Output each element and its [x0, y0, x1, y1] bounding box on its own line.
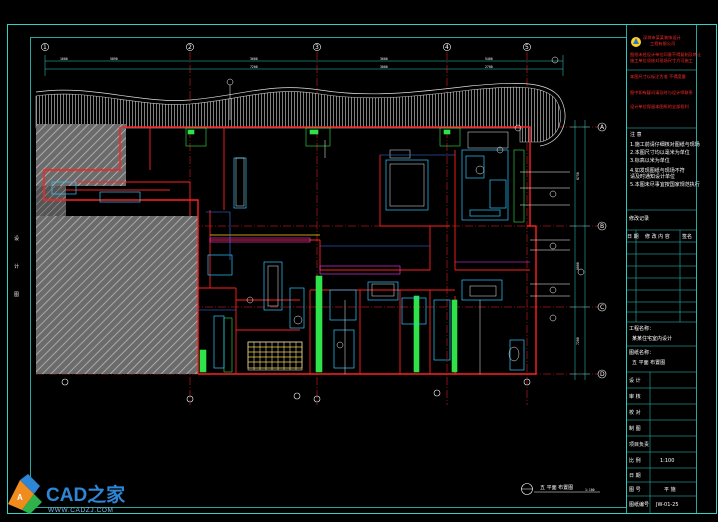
top-dimension-chain: [44, 55, 564, 76]
red-note-4: 图中如有疑问请及时与设计师联系: [630, 89, 693, 96]
dim-label: 8750: [576, 172, 580, 180]
watermark-brand: CAD之家: [46, 483, 126, 506]
red-note-5: 设计单位保留本图纸的全部权利: [630, 103, 689, 110]
margin-mark-1: 设: [14, 235, 19, 242]
notes-heading: 注 意: [630, 131, 642, 138]
dim-label: 3600: [250, 57, 258, 61]
sheet-title: 五 平面 布置图: [540, 484, 573, 491]
revision-col-sign: 签名: [682, 233, 692, 240]
grid-label-c: C: [600, 304, 604, 311]
note-line: 5.本图未尽事宜按国家规范执行: [630, 181, 700, 188]
dim-label: 2700: [485, 65, 493, 69]
info-value-sheet: 平 施: [664, 486, 676, 493]
exterior-walls: [43, 126, 537, 375]
dim-label: 6000: [576, 262, 580, 270]
note-line: 3.标高以米为单位: [630, 157, 670, 164]
curved-balcony: [35, 86, 561, 143]
grid-label-d: D: [600, 371, 605, 378]
margin-mark-2: 计: [14, 263, 19, 270]
dim-label: 1600: [60, 57, 68, 61]
hatched-area-mid: [36, 186, 66, 216]
grid-bubble-labels-top: 1 2 3 4 5: [43, 44, 529, 51]
grid-bubbles-bottom: [61, 378, 531, 403]
grid-label-3: 3: [315, 44, 319, 51]
info-label: 审 核: [629, 393, 641, 400]
dimension-labels: 1600 5890 3600 3600 5400 7200 3000 2700 …: [60, 57, 580, 345]
info-label: 图纸编号: [629, 501, 649, 508]
right-dimension-chain: [570, 120, 590, 380]
revision-heading: 修改记录: [629, 215, 649, 222]
info-label: 设 计: [629, 377, 641, 384]
watermark-logo: A CAD之家 WWW.CADZJ.COM: [8, 474, 126, 514]
drawing-name: 五 平面 布置图: [632, 359, 665, 366]
watermark-url: WWW.CADZJ.COM: [48, 507, 114, 514]
grid-bubbles-top: [41, 43, 531, 51]
dim-label: 5890: [110, 57, 118, 61]
red-note-1: 图纸未经设计单位同意不得复制及转让: [630, 51, 701, 58]
grid-label-5: 5: [525, 44, 529, 51]
red-note-2: 施工单位须核对现场尺寸方可施工: [630, 57, 693, 64]
dim-label: 3000: [380, 65, 388, 69]
revision-col-content: 修 改 内 容: [645, 233, 670, 240]
info-label: 制 图: [629, 425, 641, 432]
svg-text:A: A: [17, 493, 23, 502]
project-name: 某某住宅室内设计: [632, 335, 672, 342]
dim-label: 7200: [250, 65, 258, 69]
cad-logo-icon: A: [8, 474, 42, 514]
structural-columns: [185, 127, 525, 373]
balcony-outer-edge: [35, 82, 566, 147]
grid-label-2: 2: [188, 44, 192, 51]
furniture-white: [235, 131, 520, 374]
magenta-elements: [209, 237, 530, 275]
grid-label-b: B: [600, 223, 604, 230]
grid-label-a: A: [600, 124, 605, 131]
note-line: 请及时通知设计单位: [630, 173, 675, 180]
company-name-line-1: 深圳市某某装饰设计: [643, 34, 681, 41]
grid-bubble-labels-right: A B C D: [600, 124, 605, 378]
info-table: [626, 372, 697, 513]
project-label: 工程名称：: [629, 325, 654, 332]
info-label: 日 期: [629, 473, 641, 479]
hatched-area-lower: [36, 216, 198, 374]
info-label: 校 对: [629, 409, 641, 416]
dim-label: 7200: [576, 337, 580, 345]
grid-label-4: 4: [445, 44, 449, 51]
glazing-lines: [198, 154, 455, 311]
dim-label: 3600: [380, 57, 388, 61]
info-value-scale: 1:100: [660, 458, 674, 464]
sheet-title-block: 五 平面 布置图 1:100: [521, 483, 600, 495]
sheet-scale: 1:100: [585, 488, 595, 492]
section-marker-lines: [226, 56, 585, 322]
furniture-cyan: [51, 149, 525, 371]
dim-label: 5400: [485, 57, 493, 61]
note-line: 4.如发现图纸与现场不符: [630, 167, 685, 174]
grid-bubbles-right: [597, 122, 607, 379]
info-label: 图 号: [629, 487, 641, 493]
company-name-line-2: 工程有限公司: [650, 40, 675, 47]
hatched-area-upper: [36, 124, 126, 186]
drawing-label: 图纸名称：: [629, 349, 654, 356]
left-margin-marks: 设 计 图: [14, 235, 19, 298]
title-block: 深圳市某某装饰设计 工程有限公司 图纸未经设计单位同意不得复制及转让 施工单位须…: [626, 24, 701, 514]
info-value-number: JW-01-25: [655, 502, 679, 508]
note-line: 2.本图尺寸均以毫米为单位: [630, 149, 690, 156]
info-label: 项目负责: [629, 441, 649, 448]
revision-col-date: 日 期: [627, 234, 639, 240]
margin-mark-3: 图: [14, 292, 19, 298]
info-label: 比 例: [629, 457, 641, 464]
staircase: [247, 341, 303, 371]
outer-sheet-border: [7, 24, 717, 514]
red-note-3: 本图尺寸以标注为准 不得度量: [630, 73, 686, 80]
note-line: 1.施工前请仔细核对图纸与现场: [630, 141, 700, 148]
grid-label-1: 1: [43, 44, 47, 51]
